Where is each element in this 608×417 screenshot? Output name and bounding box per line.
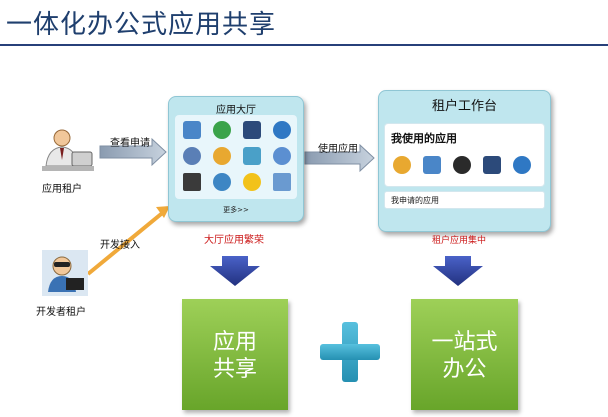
tenant-person-icon: [38, 126, 98, 178]
use-app-arrow: [304, 143, 375, 173]
earth-app-icon[interactable]: [513, 156, 531, 174]
one-stop-office-box: 一站式 办公: [411, 299, 518, 410]
page-title: 一体化办公式应用共享: [6, 10, 277, 40]
dev-access-line: [86, 208, 168, 276]
more-link[interactable]: 更多>>: [223, 206, 249, 214]
developer-person-icon: [40, 250, 90, 300]
network-app-icon[interactable]: [213, 173, 231, 191]
tenant-workbench-panel: 租户工作台 我使用的应用 我申请的应用: [378, 90, 551, 232]
developer-label: 开发者租户: [36, 307, 86, 318]
workbench-title: 租户工作台: [431, 99, 497, 114]
view-apply-arrow: [99, 137, 167, 167]
people-app-icon[interactable]: [213, 147, 231, 165]
talk-app-icon[interactable]: [273, 147, 291, 165]
dev-access-arrowhead: [156, 206, 170, 218]
my-apps-box: 我使用的应用: [384, 123, 545, 187]
people-app-icon[interactable]: [393, 156, 411, 174]
screen-app-icon[interactable]: [183, 173, 201, 191]
windows-app-icon[interactable]: [273, 173, 291, 191]
use-app-label: 使用应用: [318, 144, 358, 155]
workbench-caption: 租户应用集中: [432, 236, 487, 246]
earth-app-icon[interactable]: [273, 121, 291, 139]
app-hall-panel: 应用大厅 更多>>: [168, 96, 304, 222]
my-applied-label: 我申请的应用: [391, 196, 439, 205]
app-share-line1: 应用: [212, 330, 257, 355]
plus-icon: [320, 322, 380, 382]
title-divider: [0, 44, 608, 46]
magnifier-app-icon[interactable]: [183, 147, 201, 165]
globe-app-icon[interactable]: [213, 121, 231, 139]
app-hall-grid: [175, 115, 297, 199]
view-apply-label: 查看申请: [110, 138, 150, 149]
chart-app-icon[interactable]: [243, 147, 261, 165]
my-apps-title: 我使用的应用: [391, 132, 457, 145]
dev-access-label: 开发接入: [100, 240, 140, 251]
phone-app-icon[interactable]: [183, 121, 201, 139]
one-stop-line2: 办公: [442, 357, 487, 382]
tenant-label: 应用租户: [42, 184, 82, 195]
disc-app-icon[interactable]: [453, 156, 471, 174]
phone-app-icon[interactable]: [423, 156, 441, 174]
app-hall-title: 应用大厅: [216, 105, 256, 116]
monitor-alert-app-icon[interactable]: [243, 121, 261, 139]
my-applied-row[interactable]: 我申请的应用: [384, 191, 545, 209]
mail-app-icon[interactable]: [243, 173, 261, 191]
one-stop-line1: 一站式: [431, 330, 498, 355]
down-arrow-left: [210, 256, 260, 286]
hall-caption: 大厅应用繁荣: [204, 235, 264, 246]
monitor-alert-app-icon[interactable]: [483, 156, 501, 174]
app-share-box: 应用 共享: [182, 299, 288, 410]
app-share-line2: 共享: [212, 357, 257, 382]
down-arrow-right: [433, 256, 483, 286]
